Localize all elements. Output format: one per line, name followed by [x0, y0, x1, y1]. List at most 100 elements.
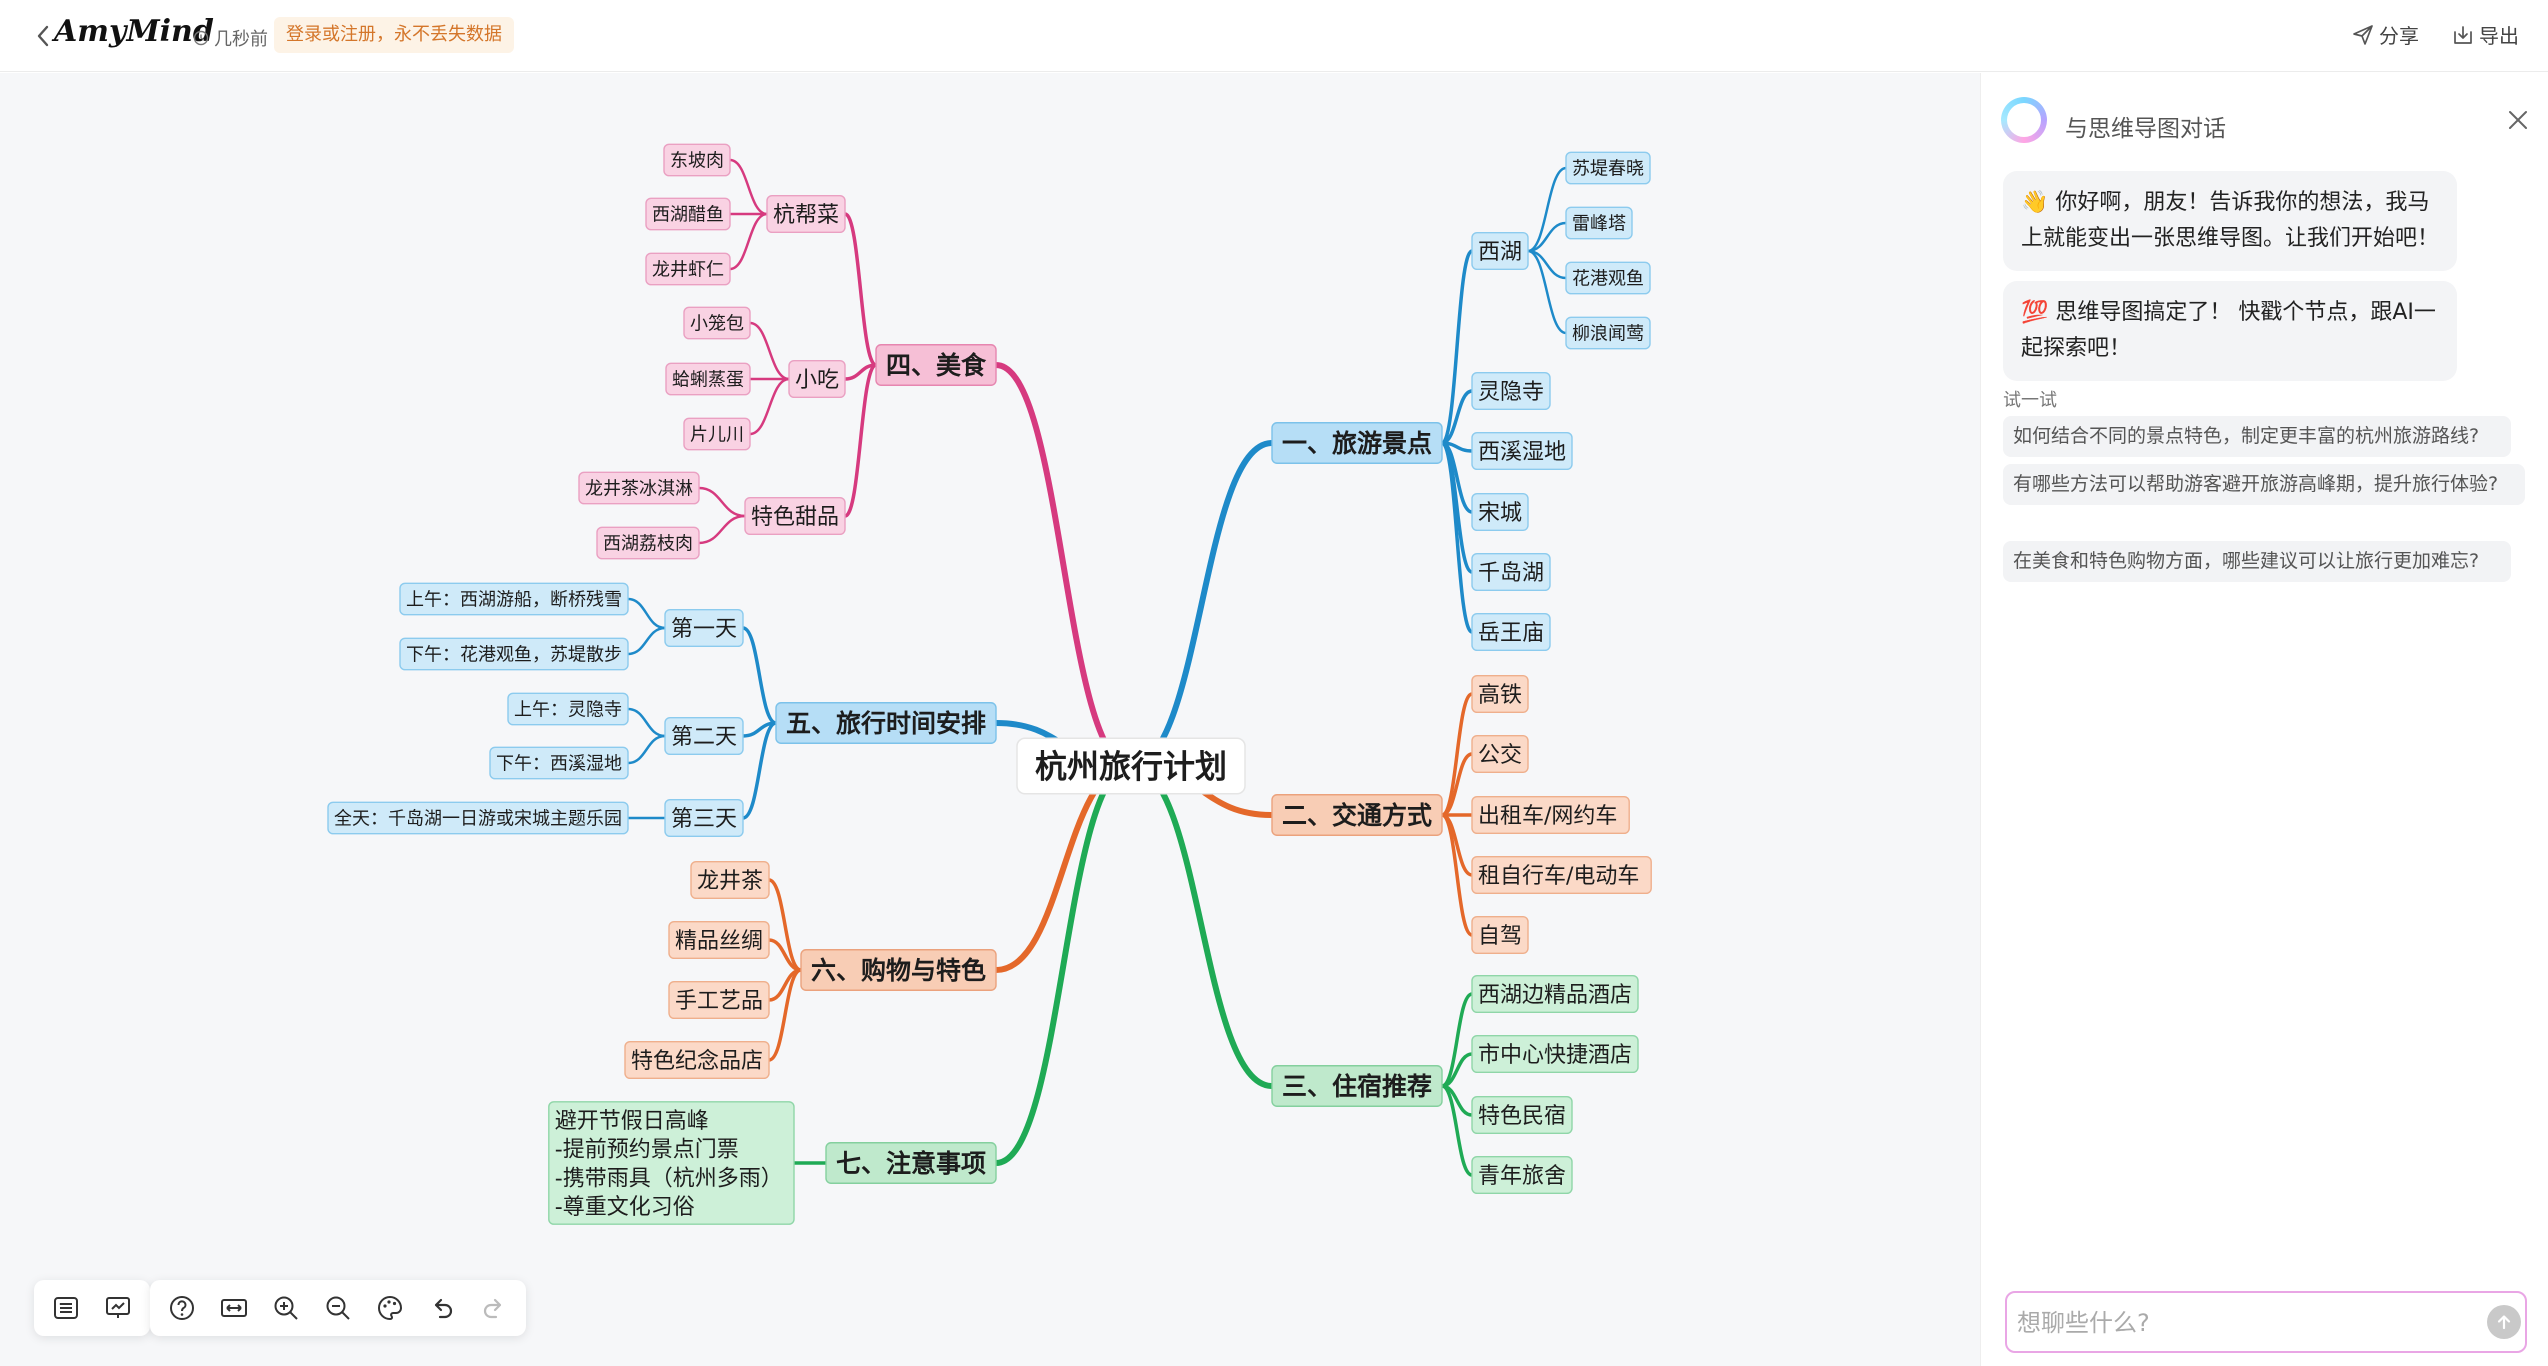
presentation-button[interactable] [94, 1286, 142, 1330]
topic-node[interactable]: 千岛湖 [1471, 553, 1551, 592]
topic-node[interactable]: 精品丝绸 [668, 921, 770, 960]
svg-text:东坡肉: 东坡肉 [670, 151, 724, 172]
redo-button[interactable] [470, 1286, 518, 1330]
topic-node[interactable]: 龙井茶 [690, 861, 770, 900]
topic-node[interactable]: 小吃 [788, 360, 846, 399]
subtopic-node[interactable]: 苏堤春晓 [1565, 151, 1651, 185]
branch-node-b4[interactable]: 四、美食 [875, 344, 997, 386]
branch-node-b3[interactable]: 三、住宿推荐 [1271, 1065, 1443, 1107]
zoom-in-button[interactable] [262, 1286, 310, 1330]
subtopic-node[interactable]: 蛤蜊蒸蛋 [665, 362, 751, 396]
subtopic-node[interactable]: 西湖醋鱼 [645, 197, 731, 231]
clock-icon [193, 30, 209, 46]
subtopic-node[interactable]: 花港观鱼 [1565, 261, 1651, 295]
svg-text:西溪湿地: 西溪湿地 [1478, 440, 1566, 465]
connector-line [728, 158, 769, 216]
connector-line [626, 707, 667, 738]
branch-node-b1[interactable]: 一、旅游景点 [1271, 422, 1443, 464]
topic-node[interactable]: 西溪湿地 [1471, 432, 1573, 471]
subtopic-node[interactable]: 下午：西溪湿地 [489, 746, 629, 780]
svg-text:特色纪念品店: 特色纪念品店 [631, 1049, 763, 1074]
svg-text:高铁: 高铁 [1478, 683, 1522, 708]
svg-text:小笼包: 小笼包 [690, 314, 744, 335]
svg-text:岳王庙: 岳王庙 [1478, 621, 1544, 646]
mindmap-svg[interactable]: 一、旅游景点 西湖 苏堤春晓雷峰塔花港观鱼柳浪闻莺灵隐寺西溪湿地宋城千岛湖岳王庙二、… [0, 73, 1980, 1366]
branch-node-b5[interactable]: 五、旅行时间安排 [775, 702, 997, 744]
topic-node[interactable]: 西湖 [1471, 231, 1529, 270]
subtopic-node[interactable]: 西湖荔枝肉 [596, 526, 700, 560]
theme-button[interactable] [366, 1286, 414, 1330]
topic-node[interactable]: 第三天 [664, 799, 744, 838]
connector-line [697, 514, 747, 545]
ai-message: 💯 思维导图搞定了！ 快戳个节点，跟AI一起探索吧！ [2003, 281, 2457, 381]
topic-node[interactable]: 避开节假日高峰-提前预约景点门票-携带雨具（杭州多雨）-尊重文化习俗 [548, 1101, 795, 1225]
svg-text:二、交通方式: 二、交通方式 [1282, 801, 1432, 830]
topic-node[interactable]: 青年旅舍 [1471, 1155, 1573, 1194]
suggestion-item[interactable]: 有哪些方法可以帮助游客避开旅游高峰期，提升旅行体验? [2003, 464, 2525, 505]
outline-button[interactable] [42, 1286, 90, 1330]
back-button[interactable] [28, 20, 58, 52]
branch-node-b6[interactable]: 六、购物与特色 [800, 949, 997, 991]
download-icon [2454, 25, 2472, 44]
zoom-in-icon [274, 1296, 298, 1320]
mindmap-canvas[interactable]: 一、旅游景点 西湖 苏堤春晓雷峰塔花港观鱼柳浪闻莺灵隐寺西溪湿地宋城千岛湖岳王庙二、… [0, 73, 1980, 1366]
svg-text:宋城: 宋城 [1478, 501, 1522, 526]
export-button[interactable]: 导出 [2452, 20, 2519, 49]
close-icon[interactable] [2505, 107, 2531, 133]
topic-node[interactable]: 特色纪念品店 [624, 1041, 770, 1080]
subtopic-node[interactable]: 龙井虾仁 [645, 252, 731, 286]
branch-node-b7[interactable]: 七、注意事项 [825, 1142, 997, 1184]
topic-node[interactable]: 高铁 [1471, 675, 1529, 714]
login-register-link[interactable]: 登录或注册，永不丢失数据 [274, 17, 514, 53]
subtopic-node[interactable]: 片儿川 [683, 417, 751, 451]
subtopic-node[interactable]: 全天：千岛湖一日游或宋城主题乐园 [327, 801, 629, 835]
undo-button[interactable] [418, 1286, 466, 1330]
branch-node-b2[interactable]: 二、交通方式 [1271, 794, 1443, 836]
svg-text:龙井茶: 龙井茶 [697, 869, 763, 894]
topic-node[interactable]: 自驾 [1471, 916, 1529, 955]
share-button[interactable]: 分享 [2352, 20, 2419, 49]
svg-text:特色甜品: 特色甜品 [751, 505, 839, 530]
help-button[interactable] [158, 1286, 206, 1330]
topic-node[interactable]: 西湖边精品酒店 [1471, 975, 1639, 1014]
root-node[interactable]: 杭州旅行计划 [1016, 737, 1246, 795]
subtopic-node[interactable]: 上午：灵隐寺 [507, 692, 629, 726]
subtopic-node[interactable]: 小笼包 [683, 306, 751, 340]
chat-input[interactable] [2017, 1303, 2457, 1343]
svg-text:七、注意事项: 七、注意事项 [836, 1149, 986, 1178]
svg-text:市中心快捷酒店: 市中心快捷酒店 [1478, 1043, 1632, 1068]
subtopic-node[interactable]: 上午：西湖游船，断桥残雪 [399, 582, 629, 616]
topic-node[interactable]: 特色甜品 [744, 497, 846, 536]
svg-text:-尊重文化习俗: -尊重文化习俗 [555, 1195, 695, 1220]
subtopic-node[interactable]: 东坡肉 [663, 143, 731, 177]
topic-node[interactable]: 特色民宿 [1471, 1096, 1573, 1135]
suggestion-item[interactable]: 如何结合不同的景点特色，制定更丰富的杭州旅游路线? [2003, 416, 2511, 457]
suggestion-item[interactable]: 在美食和特色购物方面，哪些建议可以让旅行更加难忘? [2003, 541, 2511, 582]
topic-node[interactable]: 岳王庙 [1471, 613, 1551, 652]
fit-width-button[interactable] [210, 1286, 258, 1330]
subtopic-node[interactable]: 下午：花港观鱼，苏堤散步 [399, 637, 629, 671]
topic-node[interactable]: 租自行车/电动车 [1471, 856, 1652, 895]
app-logo[interactable]: AmyMind [54, 14, 214, 49]
topic-node[interactable]: 杭帮菜 [766, 194, 846, 233]
zoom-out-button[interactable] [314, 1286, 362, 1330]
topic-node[interactable]: 宋城 [1471, 493, 1529, 532]
topic-node[interactable]: 第二天 [664, 717, 744, 756]
svg-text:手工艺品: 手工艺品 [675, 989, 763, 1014]
subtopic-node[interactable]: 龙井茶冰淇淋 [578, 471, 700, 505]
subtopic-node[interactable]: 柳浪闻莺 [1565, 316, 1651, 350]
connector-line [626, 626, 667, 656]
svg-text:下午：西溪湿地: 下午：西溪湿地 [496, 754, 622, 775]
topic-node[interactable]: 第一天 [664, 609, 744, 648]
subtopic-node[interactable]: 雷峰塔 [1565, 206, 1633, 240]
connector-line [1440, 1084, 1474, 1177]
connector-line [1440, 441, 1474, 634]
topic-node[interactable]: 公交 [1471, 735, 1529, 774]
try-label: 试一试 [2003, 390, 2057, 411]
topic-node[interactable]: 灵隐寺 [1471, 372, 1551, 411]
topic-node[interactable]: 市中心快捷酒店 [1471, 1035, 1639, 1074]
topic-node[interactable]: 出租车/网约车 [1471, 796, 1630, 835]
send-button[interactable] [2487, 1305, 2521, 1339]
svg-text:蛤蜊蒸蛋: 蛤蜊蒸蛋 [672, 370, 744, 391]
topic-node[interactable]: 手工艺品 [668, 981, 770, 1020]
